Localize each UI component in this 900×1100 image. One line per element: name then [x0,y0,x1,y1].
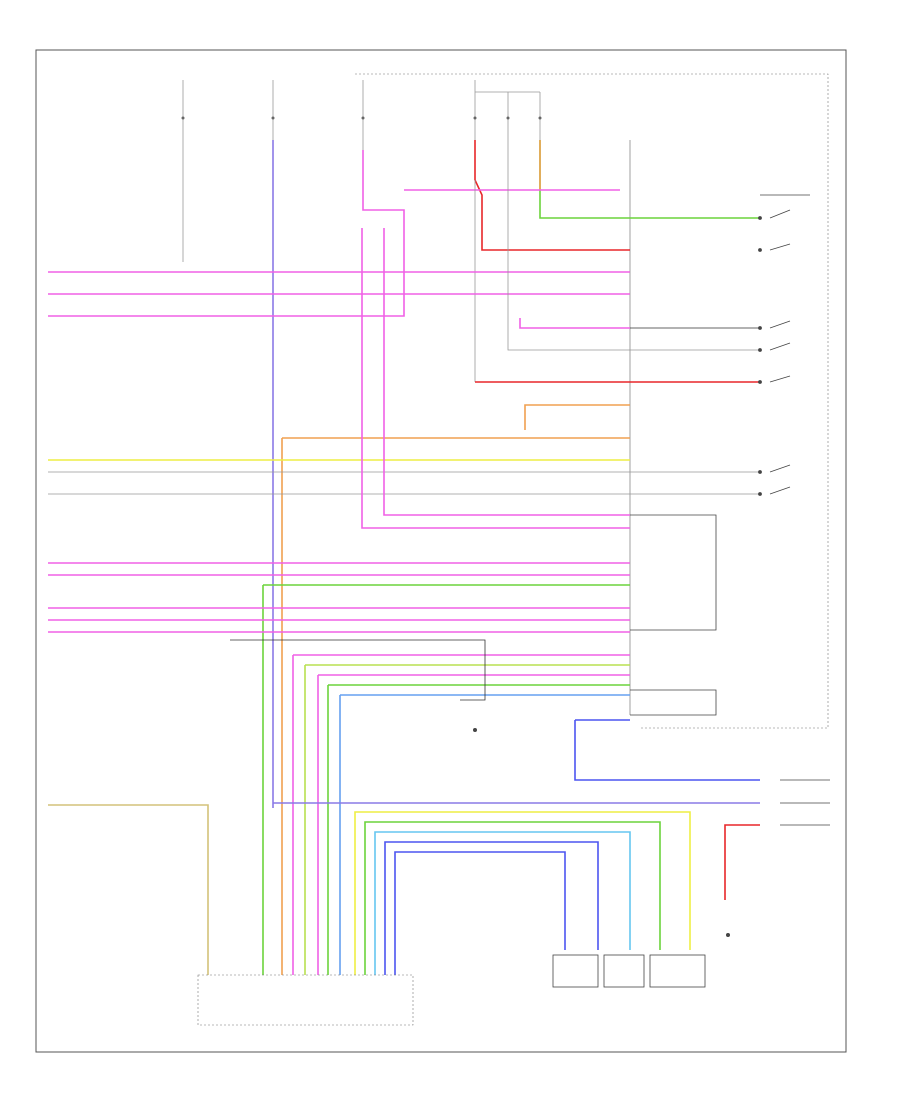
wire-red-top [474,140,630,251]
ground-icon [726,933,730,937]
pcm-connector [197,974,414,1026]
wire-blue-2 [574,719,760,781]
wire-pink-5 [361,228,630,529]
wire-pink-top [48,150,405,317]
switch-group [758,194,830,826]
module-right-box [630,514,717,631]
wire-lightblue-1 [374,831,631,975]
diagram-frame [35,49,847,1053]
wire-pink-4 [383,228,630,516]
wire-green-3 [364,821,661,975]
sensor-box-left [552,954,599,988]
wire-red-3 [724,824,760,900]
sensor-box-center [603,954,645,988]
wire-blue-4 [394,851,566,975]
fuse-group [181,80,542,262]
wire-tan-1 [48,804,209,975]
wire-pink-3 [519,318,630,329]
wire-yellow-2 [354,811,691,975]
wire-green-top [539,140,760,219]
wire-blue-3 [384,841,599,975]
harness-outline [355,73,829,729]
wire-black-2 [230,639,486,701]
wire-orange-1 [524,404,630,430]
sensor-box-right [649,954,706,988]
module-lower-box [630,689,717,716]
splice-icon [473,728,477,732]
wire-gray-1 [507,140,760,351]
